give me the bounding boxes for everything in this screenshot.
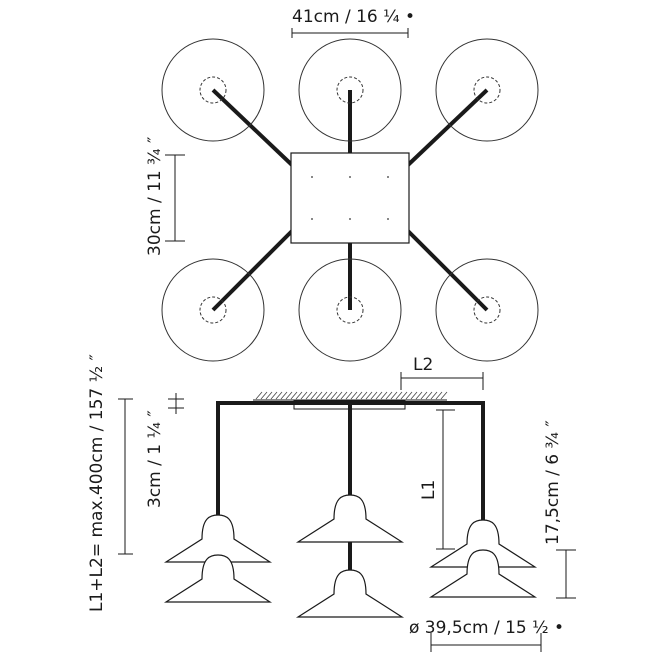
shade-outline-top-center — [298, 38, 402, 142]
shade-diameter-label: ø 39,5cm / 15 ½ • — [409, 618, 564, 638]
shade-socket-top-center — [336, 76, 364, 104]
shade-left-front — [163, 554, 273, 603]
shade-socket-top-left — [199, 76, 227, 104]
ceiling-hatch — [255, 391, 448, 400]
cable-length-label: L1+L2= max.400cm / 157 ½ ″ — [87, 354, 107, 612]
side-view: L2 L1 L1+L2= max.400cm / 157 ½ ″ 3cm / 1… — [87, 354, 576, 652]
shade-outline-top-right — [435, 38, 539, 142]
side-view-shades — [163, 494, 538, 618]
arm-bottom-left — [211, 229, 294, 312]
shade-left-back — [163, 514, 273, 563]
shade-height-dimension: 17,5cm / 6 ¾ ″ — [543, 420, 576, 599]
shade-outline-top-left — [161, 38, 265, 142]
canopy-plate-top — [290, 152, 410, 244]
shade-socket-bottom-left — [199, 296, 227, 324]
l1-label: L1 — [419, 480, 439, 500]
canopy-height-label: 3cm / 1 ¼ ″ — [145, 410, 165, 508]
top-width-dimension: 41cm / 16 ¼ • — [291, 7, 415, 38]
arm-bottom-right — [406, 229, 489, 312]
canopy-height-dimension: 3cm / 1 ¼ ″ — [145, 393, 184, 508]
shade-outline-bottom-left — [161, 258, 265, 362]
top-view-shades — [161, 38, 539, 362]
top-width-label: 41cm / 16 ¼ • — [292, 7, 415, 27]
top-view: 41cm / 16 ¼ • 30cm / 11 ¾ ″ — [145, 7, 539, 362]
shade-height-label: 17,5cm / 6 ¾ ″ — [543, 420, 563, 545]
shade-diameter-dimension: ø 39,5cm / 15 ½ • — [409, 618, 564, 652]
l2-label: L2 — [413, 355, 433, 375]
shade-center-front — [295, 569, 405, 618]
l1-dimension: L1 — [419, 409, 455, 550]
shade-outline-bottom-center — [298, 258, 402, 362]
shade-socket-bottom-right — [473, 296, 501, 324]
shade-right-back — [428, 519, 538, 568]
arm-top-left — [211, 88, 294, 167]
top-view-arms — [211, 88, 489, 312]
shade-center-back — [295, 494, 405, 543]
shade-socket-top-right — [473, 76, 501, 104]
shade-outline-bottom-right — [435, 258, 539, 362]
canopy-depth-label: 30cm / 11 ¾ ″ — [145, 137, 165, 256]
shade-socket-bottom-center — [336, 296, 364, 324]
canopy-depth-dimension: 30cm / 11 ¾ ″ — [145, 137, 185, 256]
shade-right-front — [428, 549, 538, 598]
l2-dimension: L2 — [400, 355, 484, 390]
cable-length-dimension: L1+L2= max.400cm / 157 ½ ″ — [87, 354, 133, 612]
arm-top-right — [406, 88, 489, 167]
